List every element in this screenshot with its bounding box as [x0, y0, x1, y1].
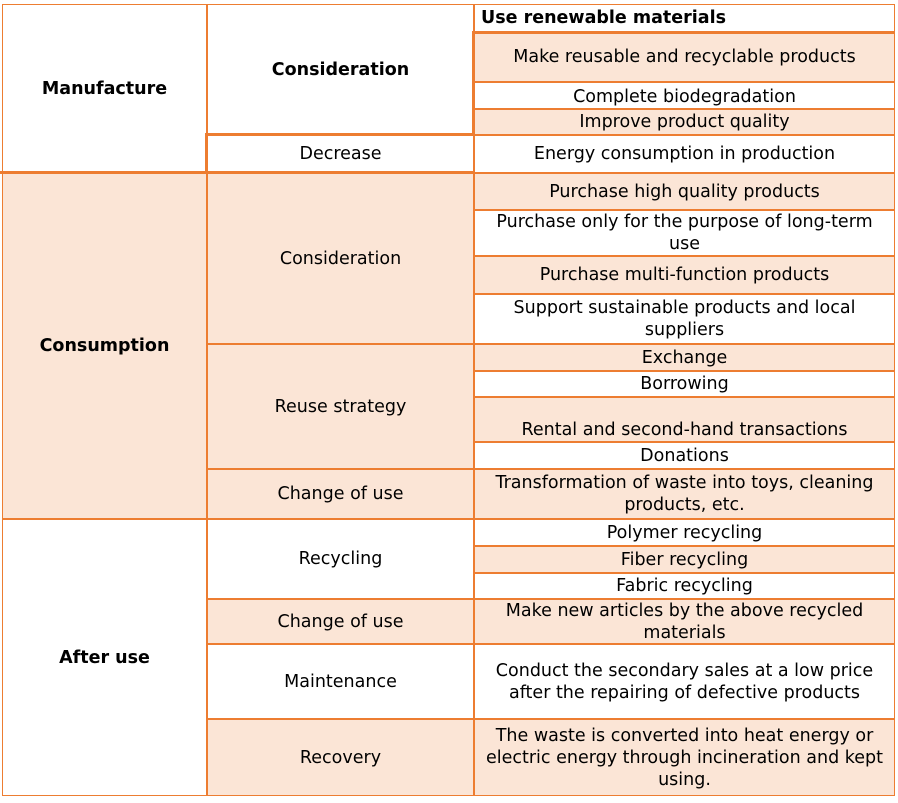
group-manufacture-consideration: Consideration: [207, 4, 474, 135]
thick-border-reusable-top: [472, 31, 895, 34]
item-purchase-multi-function: Purchase multi-function products: [474, 256, 895, 294]
group-after-use-recycling: Recycling: [207, 519, 474, 599]
section-consumption: Consumption: [2, 173, 207, 519]
item-polymer-recycling: Polymer recycling: [474, 519, 895, 546]
item-transformation-of-waste: Transformation of waste into toys, clean…: [474, 469, 895, 519]
group-consumption-change-of-use: Change of use: [207, 469, 474, 519]
item-purchase-long-term-use: Purchase only for the purpose of long-te…: [474, 210, 895, 256]
item-borrowing: Borrowing: [474, 371, 895, 397]
item-waste-to-energy: The waste is converted into heat energy …: [474, 719, 895, 796]
group-after-use-change-of-use: Change of use: [207, 599, 474, 644]
group-manufacture-decrease: Decrease: [207, 135, 474, 173]
item-reusable-recyclable-products: Make reusable and recyclable products: [474, 32, 895, 82]
thick-border-decrease-left: [205, 133, 208, 173]
item-support-sustainable-products: Support sustainable products and local s…: [474, 294, 895, 344]
item-use-renewable-materials: Use renewable materials: [474, 4, 895, 32]
group-consumption-consideration: Consideration: [207, 173, 474, 344]
section-manufacture: Manufacture: [2, 4, 207, 173]
group-after-use-recovery: Recovery: [207, 719, 474, 796]
item-purchase-high-quality: Purchase high quality products: [474, 173, 895, 210]
thick-border-consideration-right: [472, 31, 475, 136]
item-rental-second-hand: Rental and second-hand transactions: [474, 397, 895, 442]
item-fabric-recycling: Fabric recycling: [474, 573, 895, 599]
item-new-articles-recycled: Make new articles by the above recycled …: [474, 599, 895, 644]
item-fiber-recycling: Fiber recycling: [474, 546, 895, 573]
item-improve-product-quality: Improve product quality: [474, 109, 895, 135]
item-exchange: Exchange: [474, 344, 895, 371]
item-donations: Donations: [474, 442, 895, 469]
thick-border-manufacture-bottom: [0, 171, 474, 174]
item-secondary-sales: Conduct the secondary sales at a low pri…: [474, 644, 895, 719]
thick-border-consideration-bottom: [205, 133, 475, 136]
group-after-use-maintenance: Maintenance: [207, 644, 474, 719]
group-consumption-reuse-strategy: Reuse strategy: [207, 344, 474, 469]
item-complete-biodegradation: Complete biodegradation: [474, 82, 895, 109]
item-energy-consumption: Energy consumption in production: [474, 135, 895, 173]
section-after-use: After use: [2, 519, 207, 796]
